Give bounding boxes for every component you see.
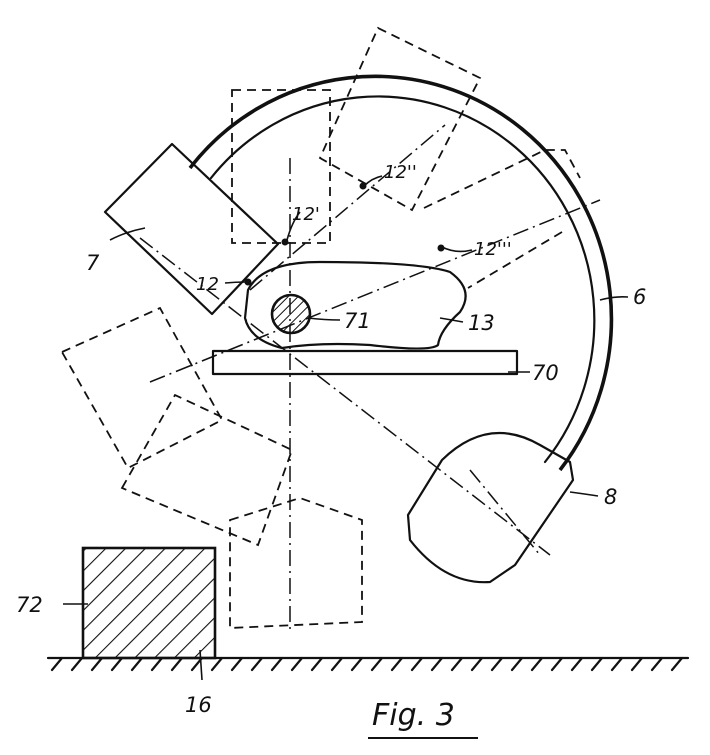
x-ray-source-7 — [103, 142, 280, 316]
label-13: 13 — [468, 311, 495, 335]
label-6: 6 — [633, 285, 646, 309]
label-12-prime: 12' — [292, 204, 320, 225]
dashed-positions — [60, 26, 581, 629]
patient-outline-13 — [243, 260, 467, 350]
label-12-double-prime: 12'' — [384, 162, 417, 183]
obstacle-block-72 — [81, 546, 217, 660]
leader-lines — [63, 175, 629, 681]
label-7: 7 — [86, 251, 100, 275]
ground-line — [46, 656, 690, 672]
label-16: 16 — [185, 693, 212, 717]
figure-caption: Fig. 3 — [372, 698, 455, 733]
patient-table-70 — [211, 349, 519, 376]
label-12: 12 — [196, 274, 219, 295]
focal-points — [244, 182, 445, 286]
beam-axes — [139, 124, 601, 630]
label-72: 72 — [16, 593, 43, 617]
label-70: 70 — [532, 361, 559, 385]
label-8: 8 — [604, 485, 617, 509]
object-71 — [270, 293, 312, 335]
label-71: 71 — [344, 309, 371, 333]
detector-8 — [406, 431, 575, 584]
label-12-triple-prime: 12''' — [474, 239, 512, 260]
c-arm-6 — [188, 74, 614, 472]
